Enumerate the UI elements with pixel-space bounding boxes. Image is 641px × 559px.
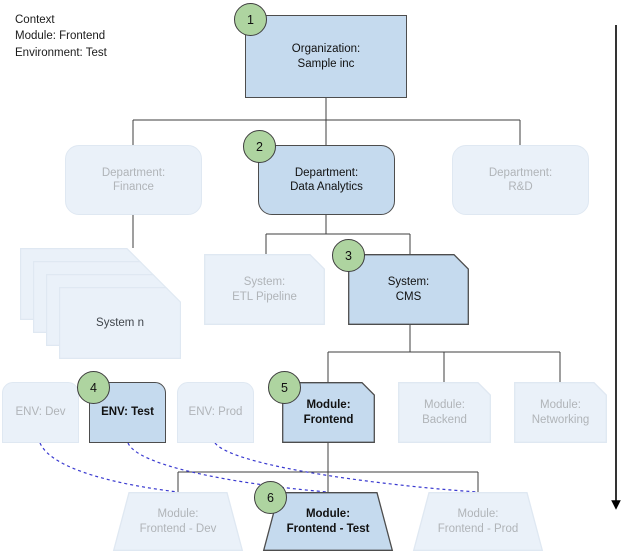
node-department-finance[interactable]: Department: Finance [65,145,202,215]
node-module-frontend[interactable]: Module: Frontend [282,382,375,443]
node-system-etl-pipeline[interactable]: System: ETL Pipeline [204,254,325,325]
node-system-cms[interactable]: System: CMS [348,254,469,325]
node-label: Department: Data Analytics [290,166,363,193]
node-label: Module: Backend [422,399,467,426]
badge-step-4: 4 [77,371,110,404]
dashed-link-prod [214,442,479,493]
node-label: System: ETL Pipeline [232,276,297,303]
node-department-data-analytics[interactable]: Department: Data Analytics [258,145,395,215]
badge-step-1: 1 [234,3,267,36]
node-module-frontend-dev[interactable]: Module: Frontend - Dev [112,492,244,551]
node-label: ENV: Dev [15,406,66,419]
badge-step-2: 2 [243,130,276,163]
node-label: Organization: Sample inc [291,43,361,70]
node-env-dev[interactable]: ENV: Dev [2,382,79,443]
context-legend: Context Module: Frontend Environment: Te… [15,14,107,59]
dashed-link-dev [39,442,179,493]
badge-step-6: 6 [254,481,287,514]
badge-step-3: 3 [332,239,365,272]
node-label: Module: Frontend [303,399,354,426]
node-system-stack-layer-n[interactable]: System n [59,287,181,359]
node-label: Module: Frontend - Dev [139,508,217,535]
node-module-frontend-prod[interactable]: Module: Frontend - Prod [412,492,544,551]
node-label: Module: Frontend - Prod [437,508,519,535]
node-label: System: CMS [387,276,430,303]
node-module-networking[interactable]: Module: Networking [514,382,607,443]
node-label: ENV: Prod [188,406,243,419]
node-department-rnd[interactable]: Department: R&D [452,145,589,215]
node-label: Module: Networking [531,399,590,426]
node-module-backend[interactable]: Module: Backend [398,382,491,443]
node-label: Department: R&D [488,166,553,193]
node-label: ENV: Test [101,406,154,419]
node-module-frontend-test[interactable]: Module: Frontend - Test [262,492,394,551]
dashed-link-test [127,442,329,493]
node-env-prod[interactable]: ENV: Prod [177,382,254,443]
node-organization-sample-inc[interactable]: Organization: Sample inc [245,15,407,98]
node-label: Department: Finance [101,166,166,193]
node-label: System n [96,317,144,329]
badge-step-5: 5 [268,371,301,404]
node-label: Module: Frontend - Test [286,508,370,535]
